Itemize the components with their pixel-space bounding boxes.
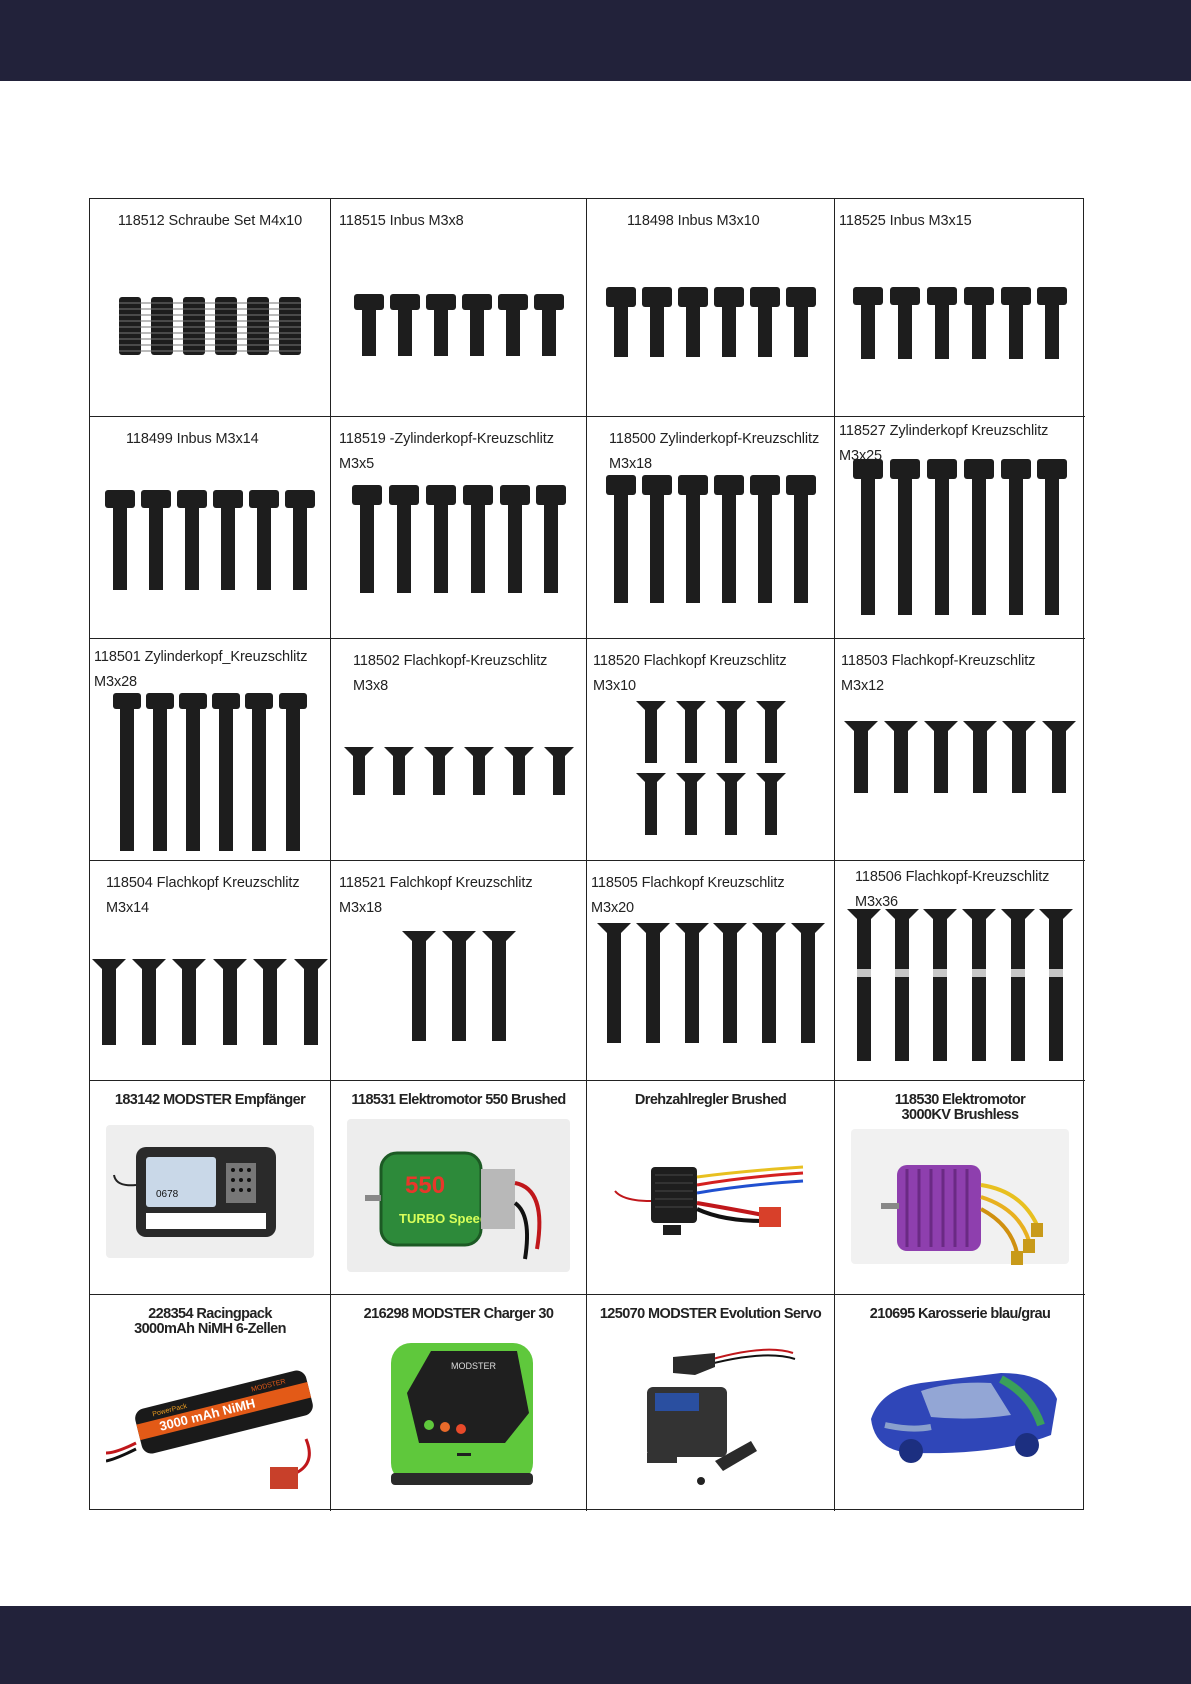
screw-set-image <box>331 485 586 593</box>
screw-set-image <box>331 931 586 1041</box>
part-label: 183142 MODSTER Empfänger <box>114 1092 306 1108</box>
esc-photo <box>603 1141 818 1254</box>
part-label: 118515 Inbus M3x8 <box>339 213 464 229</box>
screw-set-image <box>587 287 834 357</box>
svg-text:550: 550 <box>405 1172 445 1199</box>
screw-set-image <box>331 294 586 356</box>
screw-set-image <box>587 475 834 603</box>
screw-set-image <box>90 297 330 355</box>
part-label: 118525 Inbus M3x15 <box>839 213 972 229</box>
brushless-motor-photo <box>851 1129 1069 1265</box>
charger-photo: MODSTER <box>347 1333 570 1497</box>
screw-set-image <box>587 701 834 835</box>
part-cell-118515: 118515 Inbus M3x8 <box>331 199 587 417</box>
screw-set-image <box>587 923 834 1043</box>
part-cell-118498: 118498 Inbus M3x10 <box>587 199 835 417</box>
svg-text:MODSTER: MODSTER <box>451 1361 497 1371</box>
body-shell-photo <box>851 1355 1069 1481</box>
part-cell-118499: 118499 Inbus M3x14 <box>90 417 331 639</box>
part-label: 210695 Karosserie blau/grau <box>869 1306 1051 1322</box>
screw-set-image <box>835 721 1085 793</box>
part-cell-118531: 118531 Elektromotor 550 Brushed 550 TURB… <box>331 1081 587 1295</box>
part-cell-125070: 125070 MODSTER Evolution Servo <box>587 1295 835 1511</box>
part-label: 118499 Inbus M3x14 <box>126 431 259 447</box>
screw-set-image <box>90 693 330 851</box>
battery-photo: 3000 mAh NiMH PowerPack MODSTER <box>105 1343 314 1497</box>
parts-grid: 118512 Schraube Set M4x10 118515 Inbus M… <box>89 198 1085 1511</box>
footer-band <box>0 1606 1191 1684</box>
part-label: Drehzahlregler Brushed <box>634 1092 787 1108</box>
part-cell-183142: 183142 MODSTER Empfänger 0678 <box>90 1081 331 1295</box>
part-label: 118512 Schraube Set M4x10 <box>117 213 303 229</box>
screw-set-image <box>835 287 1085 359</box>
header-band <box>0 0 1191 81</box>
svg-text:TURBO Speed: TURBO Speed <box>399 1211 488 1226</box>
part-label: 118498 Inbus M3x10 <box>627 213 760 229</box>
part-cell-118525: 118525 Inbus M3x15 <box>835 199 1085 417</box>
screw-set-image <box>90 490 330 590</box>
part-label: 118531 Elektromotor 550 Brushed <box>351 1092 566 1108</box>
svg-text:0678: 0678 <box>156 1189 179 1200</box>
part-cell-118512: 118512 Schraube Set M4x10 <box>90 199 331 417</box>
screw-set-image <box>835 909 1085 1061</box>
part-cell-esc: Drehzahlregler Brushed <box>587 1081 835 1295</box>
servo-photo <box>603 1333 818 1501</box>
part-cell-216298: 216298 MODSTER Charger 30 MODSTER <box>331 1295 587 1511</box>
receiver-photo: 0678 <box>106 1125 314 1258</box>
part-cell-210695: 210695 Karosserie blau/grau <box>835 1295 1085 1511</box>
brushed-motor-photo: 550 TURBO Speed <box>347 1119 570 1272</box>
screw-set-image <box>331 747 586 795</box>
part-label: 216298 MODSTER Charger 30 <box>363 1306 554 1322</box>
screw-set-image <box>90 959 330 1045</box>
screw-set-image <box>835 459 1085 615</box>
part-label: 125070 MODSTER Evolution Servo <box>599 1306 822 1322</box>
